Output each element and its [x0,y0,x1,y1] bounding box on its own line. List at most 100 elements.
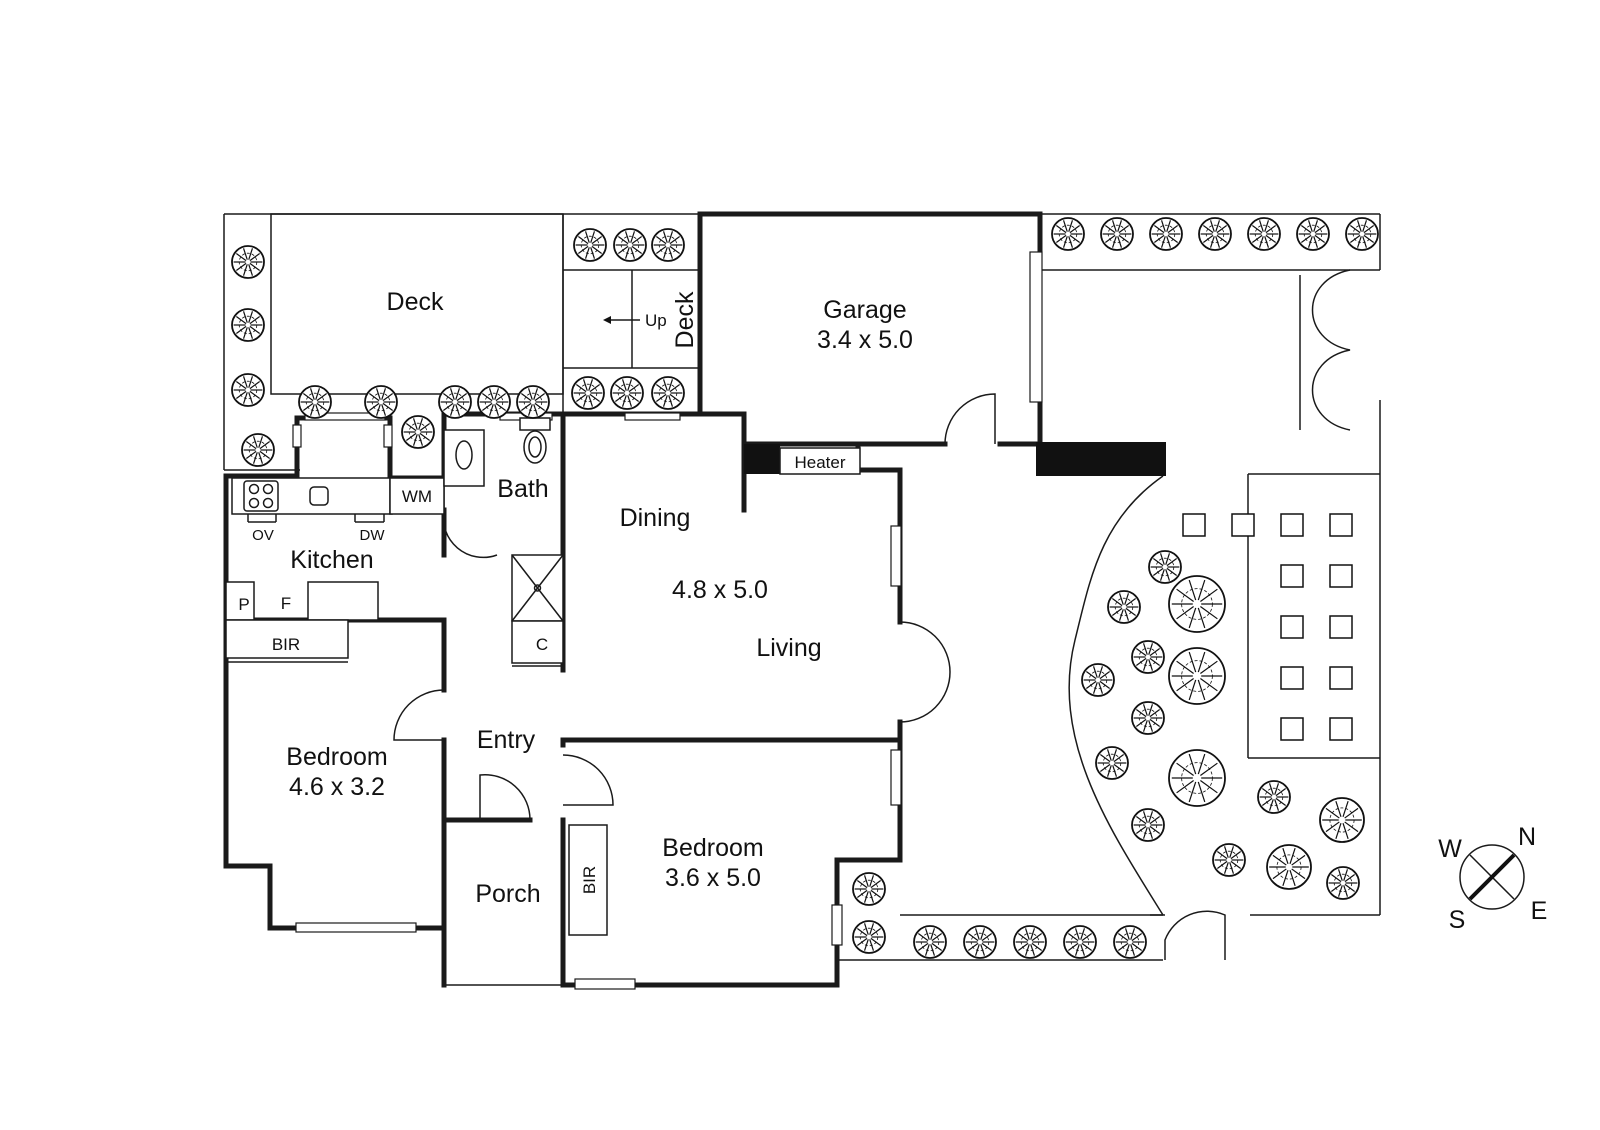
tree-icon [1107,590,1141,624]
paver-square-icon [1182,513,1206,537]
tree-icon [651,228,685,262]
entry-label: Entry [477,726,536,754]
bedroom-dimensions: 4.6 x 3.2 [289,773,385,801]
bedroom-2-dimensions: 3.6 x 5.0 [665,864,761,892]
deck-area [224,213,700,471]
tree-icon [1168,647,1226,705]
tree-icon [913,925,947,959]
porch-label: Porch [475,880,540,908]
tree-icon [1131,640,1165,674]
tree-icon [1247,217,1281,251]
paver-square-icon [1280,513,1304,537]
tree-icon [852,920,886,954]
tree-icon [1100,217,1134,251]
paver-square-icon [1329,717,1353,741]
stairs-arrow [603,316,640,324]
living-label: Living [756,634,821,662]
tree-icon [1266,844,1312,890]
paver-square-icon [1329,615,1353,639]
paver-grid [1182,513,1353,741]
tree-icon [1063,925,1097,959]
paver-square-icon [1280,615,1304,639]
tree-icon [1051,217,1085,251]
paver-square-icon [1329,513,1353,537]
dining-label: Dining [620,504,691,532]
heater-box [779,447,861,475]
tree-icon [438,385,472,419]
windows [292,251,1043,990]
tree-icon [1168,749,1226,807]
doors [393,269,1351,960]
shower-icon [511,554,564,622]
paver-square-icon [1280,564,1304,588]
tree-icon [1296,217,1330,251]
deck-label: Deck [387,288,444,316]
pantry-label: P [238,595,249,614]
sink-icon [309,486,329,506]
bath-fixtures [443,417,564,667]
ov-label: OV [252,527,274,544]
compass-icon [1459,844,1525,910]
compass-n: N [1518,823,1536,851]
tree-icon [1168,575,1226,633]
cooktop-icon [243,480,279,512]
tree-icon [610,376,644,410]
paver-square-icon [1280,666,1304,690]
bath-label: Bath [497,475,548,503]
trees [231,217,1379,959]
tree-icon [1131,701,1165,735]
fridge-label: F [281,594,291,613]
tree-icon [1095,746,1129,780]
compass-e: E [1531,897,1548,925]
bedroom-label: Bedroom [286,743,387,771]
paver-square-icon [1329,666,1353,690]
tree-icon [1319,797,1365,843]
kitchen-label: Kitchen [290,546,373,574]
kitchen-bir-label: BIR [272,635,300,654]
compass-labels: N E S W [1438,823,1547,934]
tree-icon [477,385,511,419]
dw-label: DW [360,527,386,544]
bedroom-2-label: Bedroom [662,834,763,862]
tree-icon [231,245,265,279]
garage-label: Garage [823,296,906,324]
garage-wall-block [1036,442,1166,476]
tree-icon [1345,217,1379,251]
paver-square-icon [1329,564,1353,588]
wm-label: WM [402,487,432,506]
tree-icon [1148,550,1182,584]
tree-icon [1013,925,1047,959]
tree-icon [1131,808,1165,842]
room-labels: Deck Deck Up Garage 3.4 x 5.0 Heater Bat… [238,288,913,908]
tree-icon [1149,217,1183,251]
garage-dimensions: 3.4 x 5.0 [817,326,913,354]
cupboard-label: C [536,635,548,654]
heater-label: Heater [794,453,845,472]
compass-s: S [1449,906,1466,934]
toilet-icon [523,430,547,464]
tree-icon [231,308,265,342]
garden-bed-edge [1068,475,1164,916]
tree-icon [651,376,685,410]
tree-icon [963,925,997,959]
tree-icon [298,385,332,419]
tree-icon [401,415,435,449]
tree-icon [1257,780,1291,814]
tree-icon [516,385,550,419]
tree-icon [1326,866,1360,900]
tree-icon [613,228,647,262]
chimney-block [744,444,780,474]
basin-icon [455,440,473,470]
bedroom-robe [568,824,608,936]
kitchen-fixtures [225,477,445,663]
tree-icon [852,872,886,906]
paver-square-icon [1280,717,1304,741]
tree-icon [241,433,275,467]
bedroom-bir-label: BIR [580,866,599,894]
up-label: Up [645,311,667,330]
tree-icon [573,228,607,262]
tree-icon [1198,217,1232,251]
paver-square-icon [1231,513,1255,537]
tree-icon [364,385,398,419]
